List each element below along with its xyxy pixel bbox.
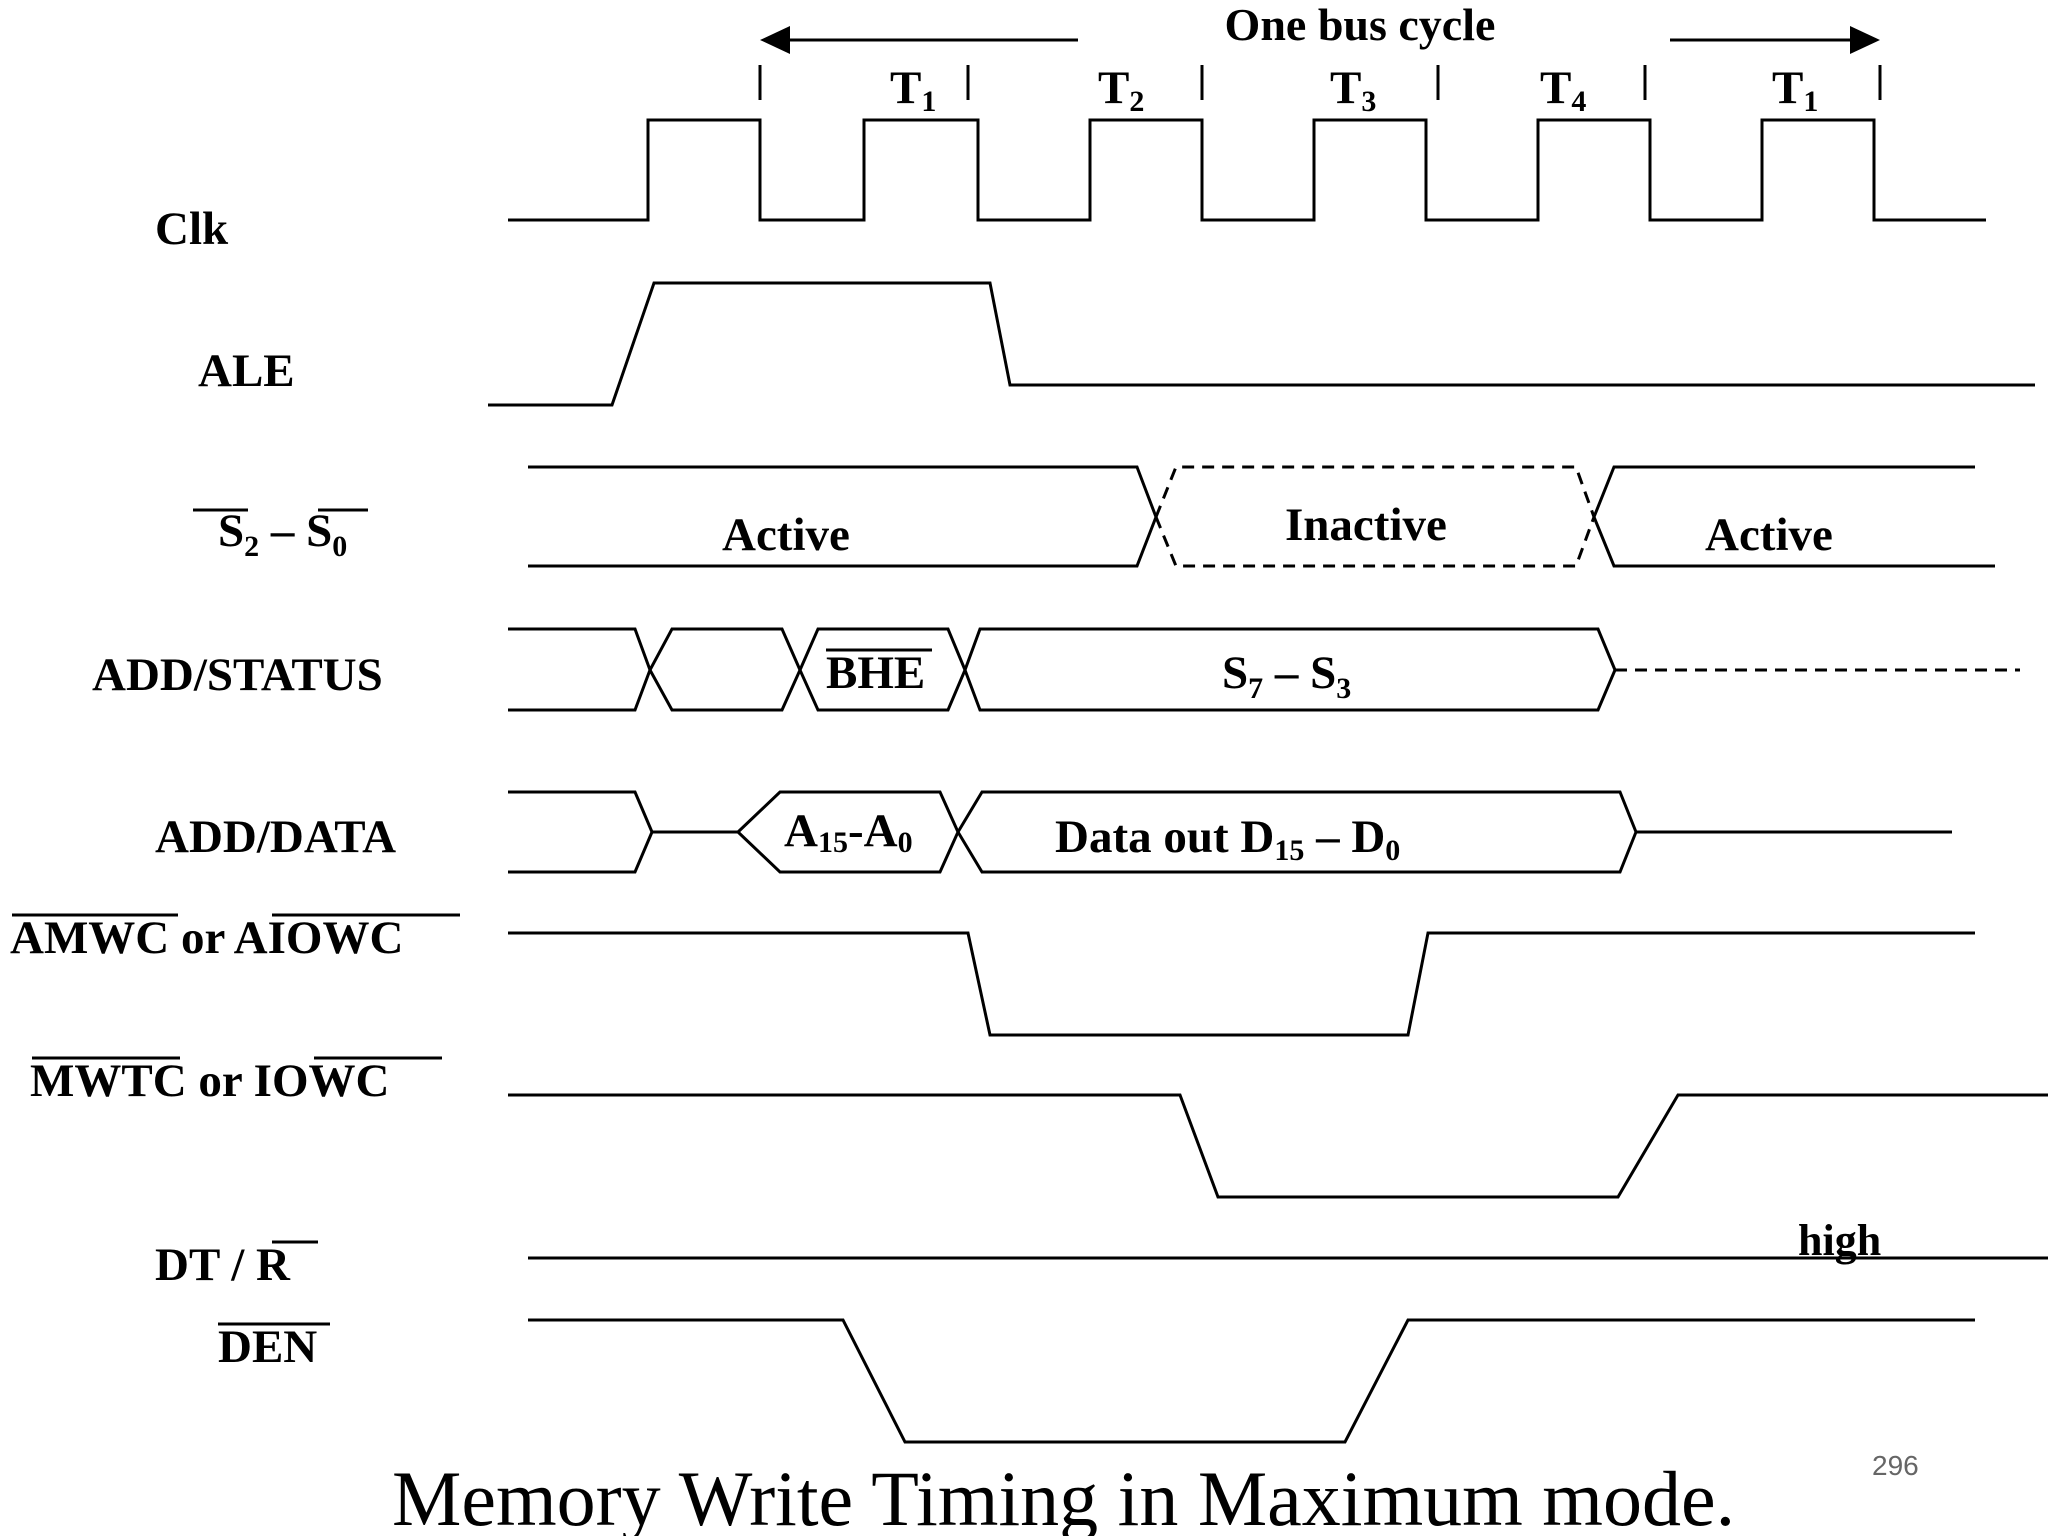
status-active2-top <box>1592 465 1975 518</box>
amwc-aiowc-label: AMWC or AIOWC <box>10 912 403 964</box>
clk-waveform <box>508 118 1986 222</box>
page-number: 296 <box>1872 1450 1919 1481</box>
status-active-bottom <box>528 516 1158 568</box>
ale-waveform <box>488 281 2035 407</box>
status-inactive-label: Inactive <box>1285 499 1447 551</box>
bhe-label: BHE <box>826 647 925 699</box>
t-state-label: T1 <box>890 62 936 118</box>
add-status-top <box>508 627 1617 675</box>
add-data-waveform <box>508 790 1952 874</box>
data-out-label: Data out D15 – D0 <box>1055 811 1400 867</box>
status-active-top <box>528 465 1158 518</box>
add-data-data-bottom <box>956 831 1638 874</box>
bus-cycle-left-arrowhead <box>760 26 790 54</box>
t-state-label: T2 <box>1098 62 1144 118</box>
status-active-label: Active <box>722 509 850 561</box>
add-data-data-top <box>956 790 1638 833</box>
a15-a0-label: A15-A0 <box>784 805 913 859</box>
t-state-label: T3 <box>1330 62 1376 118</box>
amwc-aiowc-waveform <box>508 931 1975 1037</box>
t-state-separators <box>758 65 1882 100</box>
add-data-bottom <box>508 831 654 874</box>
den-waveform <box>528 1318 1975 1444</box>
bus-cycle-header: One bus cycle T1 T2 T3 T4 T1 <box>758 0 1882 118</box>
bus-cycle-label: One bus cycle <box>1225 0 1496 50</box>
mwtc-iowc-waveform <box>508 1093 2048 1199</box>
status-inactive-top <box>1154 465 1596 518</box>
status-inactive-bottom <box>1154 516 1596 568</box>
bus-cycle-right-arrowhead <box>1850 26 1880 54</box>
high-label: high <box>1798 1216 1881 1265</box>
clk-label: Clk <box>155 203 229 255</box>
add-data-label: ADD/DATA <box>155 811 396 863</box>
ale-label: ALE <box>198 345 295 397</box>
add-data-top <box>508 790 654 833</box>
signal-labels: Clk ALE S2 – S0 ADD/STATUS ADD/DATA AMWC… <box>10 203 460 1373</box>
status-s2-s0-waveform <box>528 465 1995 568</box>
t-state-label: T1 <box>1772 62 1818 118</box>
diagram-caption: Memory Write Timing in Maximum mode. <box>392 1455 1735 1536</box>
add-status-label: ADD/STATUS <box>92 649 383 701</box>
add-status-waveform <box>508 627 2020 712</box>
add-status-bottom <box>508 665 1617 712</box>
status-s2-s0-label: S2 – S0 <box>218 505 347 563</box>
bus-annotations: Active Inactive Active BHE S7 – S3 A15-A… <box>722 499 1881 1265</box>
status-active-label-2: Active <box>1705 509 1833 561</box>
den-label: DEN <box>218 1321 317 1373</box>
dt-r-label: DT / R <box>155 1239 291 1291</box>
mwtc-iowc-label: MWTC or IOWC <box>30 1055 389 1107</box>
t-state-label: T4 <box>1540 62 1586 118</box>
s7-s3-label: S7 – S3 <box>1222 647 1351 705</box>
waveforms <box>488 118 2048 1444</box>
status-active2-bottom <box>1592 516 1995 568</box>
